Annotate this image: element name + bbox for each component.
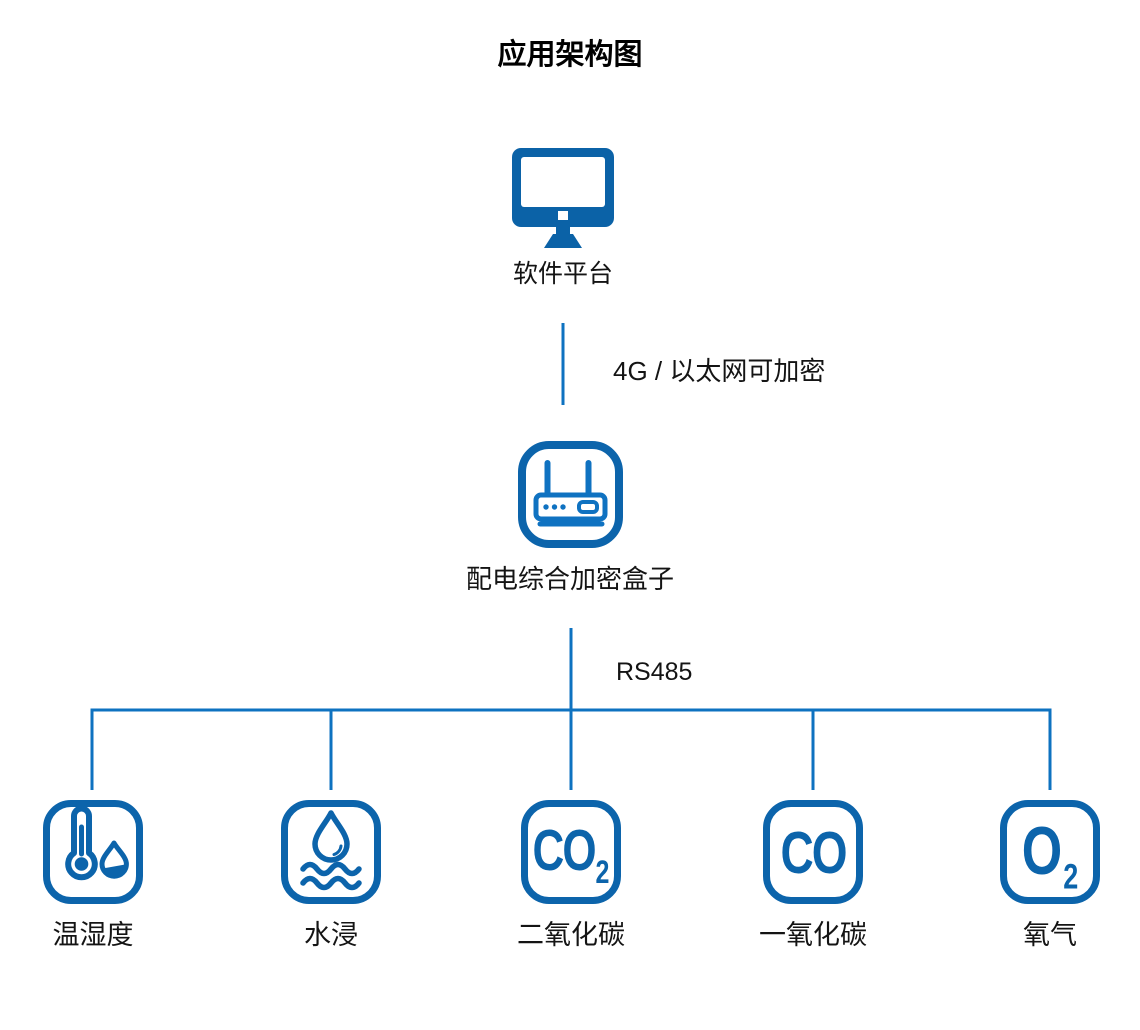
software-platform-node: 软件平台 <box>503 148 623 290</box>
co2-icon: CO 2 <box>521 800 621 904</box>
sensor-node-co: CO 一氧化碳 <box>733 800 893 952</box>
page-title: 应用架构图 <box>497 39 643 71</box>
router-icon <box>517 441 623 548</box>
software-platform-label: 软件平台 <box>512 260 613 288</box>
monitor-icon <box>512 148 614 248</box>
wan-link-label: 4G / 以太网可加密 <box>613 356 826 386</box>
water-leak-icon <box>281 800 381 904</box>
sensor-node-temp-humidity: 温湿度 <box>13 800 173 952</box>
sensor-label: 氧气 <box>1023 920 1077 950</box>
sensor-node-o2: O 2 氧气 <box>970 800 1130 952</box>
chemical-symbol: CO 2 <box>532 819 610 891</box>
encryption-box-node: 配电综合加密盒子 <box>450 441 690 596</box>
co-icon: CO <box>763 800 863 904</box>
sensor-node-water-leak: 水浸 <box>251 800 411 952</box>
o2-icon: O 2 <box>1000 800 1100 904</box>
sensor-label: 水浸 <box>304 920 358 950</box>
sensor-label: 温湿度 <box>52 920 134 950</box>
encryption-box-label: 配电综合加密盒子 <box>465 564 674 594</box>
sensor-label: 二氧化碳 <box>517 920 625 950</box>
thermometer-humidity-icon <box>43 800 143 904</box>
sensor-label: 一氧化碳 <box>759 920 867 950</box>
bus-link-label: RS485 <box>616 658 693 686</box>
chemical-symbol: CO <box>780 818 848 886</box>
bus-line <box>90 708 1052 790</box>
sensor-node-co2: CO 2 二氧化碳 <box>491 800 651 952</box>
chemical-symbol: O 2 <box>1021 814 1079 897</box>
